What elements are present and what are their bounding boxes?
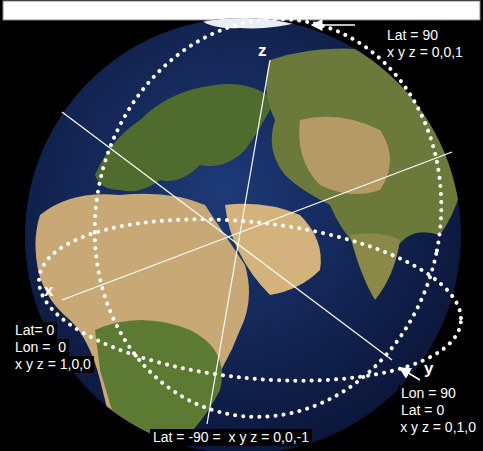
coordinate-label: x y z = 1,0,0 [12, 356, 94, 373]
pole-label: Lat = 90 [384, 27, 441, 44]
latitude-label: Lat = 0 [398, 402, 447, 419]
latitude-label: Lat= 0 [12, 322, 57, 339]
pole-label: Lat = -90 = x y z = 0,0,-1 [150, 429, 312, 446]
longitude-label: Lon = 0 [12, 339, 69, 356]
axis-name: z [258, 42, 267, 59]
axis-name: y [424, 360, 433, 377]
coordinate-label: x y z = 0,0,1 [384, 44, 466, 61]
longitude-label: Lon = 90 [398, 385, 459, 402]
axis-name: x [44, 282, 53, 299]
coordinate-label: x y z = 0,1,0 [397, 419, 479, 436]
